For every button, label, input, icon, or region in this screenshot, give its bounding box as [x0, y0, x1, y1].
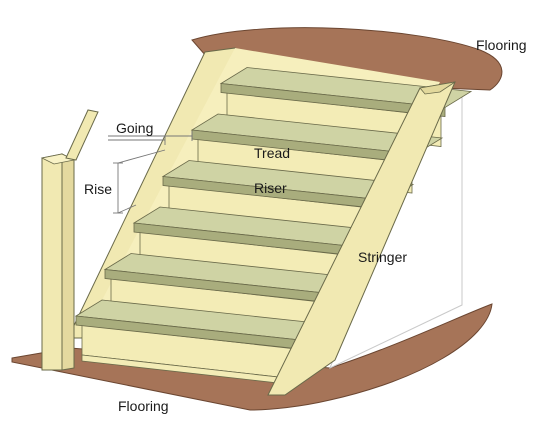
label-flooring-top: Flooring: [476, 37, 527, 53]
label-tread: Tread: [254, 145, 290, 161]
label-riser: Riser: [254, 180, 287, 196]
label-stringer: Stringer: [358, 249, 407, 265]
label-rise: Rise: [84, 181, 112, 197]
handrail: [65, 109, 99, 161]
steps-group: [74, 67, 473, 386]
label-flooring-bottom: Flooring: [118, 398, 169, 414]
label-going: Going: [116, 120, 153, 136]
newel-post-front: [41, 153, 63, 371]
lower-flooring: [11, 303, 493, 411]
going-dimension: [108, 131, 193, 145]
tread-nosing: [220, 83, 446, 117]
front-stringer-top-edge: [419, 81, 456, 95]
newel-post-side: [61, 153, 75, 371]
rise-dimension: [113, 149, 166, 214]
